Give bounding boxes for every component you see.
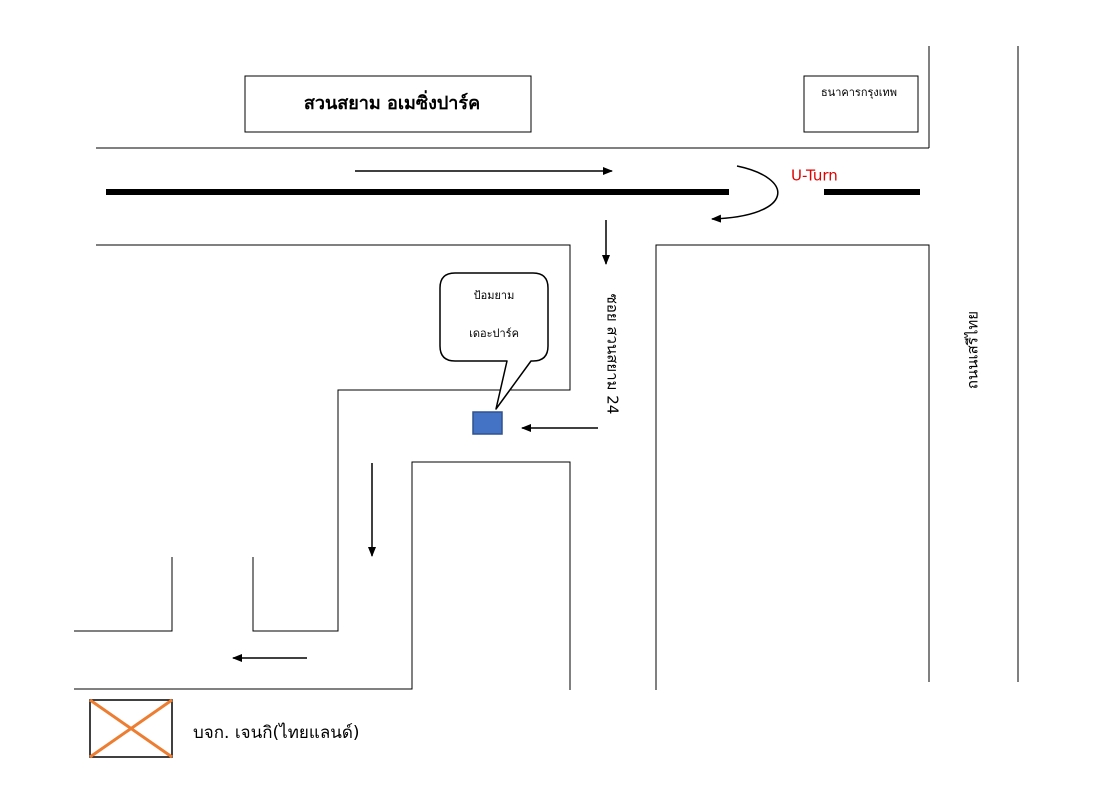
soi-label: ซอย สวนสยาม 24	[604, 294, 622, 415]
road-label: ถนนเสรีไทย	[964, 311, 982, 389]
siam-park-box	[244, 75, 532, 133]
guard-callout-bubble	[439, 272, 549, 410]
guard-house-marker	[472, 411, 503, 435]
bangkok-bank-label: ธนาคารกรุงเทพ	[821, 86, 897, 99]
road-outlines	[74, 46, 1019, 690]
legend-label: บจก. เจนกิ(ไทยแลนด์)	[193, 722, 360, 743]
legend-cross-icon	[89, 698, 173, 759]
u-turn-label: U-Turn	[791, 167, 838, 185]
direction-arrows	[232, 167, 613, 662]
u-turn-arrow	[711, 165, 779, 223]
bangkok-bank-box	[803, 75, 919, 133]
siam-park-label: สวนสยาม อเมซิ่งปาร์ค	[304, 90, 480, 114]
callout-line2: เดอะปาร์ค	[469, 327, 519, 340]
callout-line1: ป้อมยาม	[474, 289, 515, 302]
